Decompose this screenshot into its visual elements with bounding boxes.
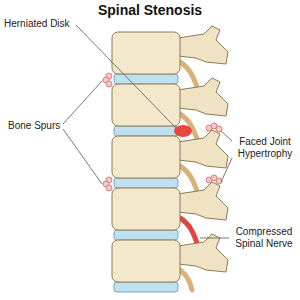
vertebral-body bbox=[112, 84, 180, 126]
posterior-process bbox=[178, 78, 228, 116]
vertebral-body bbox=[112, 240, 180, 282]
leader-line bbox=[221, 158, 232, 182]
vertebral-body bbox=[112, 32, 180, 74]
leader-line bbox=[63, 129, 102, 184]
diagram-title: Spinal Stenosis bbox=[0, 2, 300, 18]
leader-line bbox=[76, 25, 176, 128]
part-label: Faced Joint Hypertrophy bbox=[234, 136, 296, 159]
spinal-nerve bbox=[180, 166, 198, 194]
disk bbox=[114, 230, 178, 240]
posterior-process bbox=[178, 182, 228, 220]
compressed-nerve bbox=[180, 218, 198, 246]
bone-spur bbox=[106, 185, 112, 191]
leader-line bbox=[221, 131, 232, 141]
disk bbox=[114, 126, 178, 136]
disk bbox=[114, 74, 178, 84]
vertebral-body bbox=[112, 188, 180, 230]
leader-line bbox=[200, 238, 229, 239]
posterior-process bbox=[178, 130, 228, 168]
leader-line bbox=[63, 81, 102, 124]
posterior-process bbox=[178, 234, 228, 272]
posterior-process bbox=[178, 26, 228, 64]
disk bbox=[114, 282, 178, 292]
bone-spur bbox=[106, 81, 112, 87]
herniation bbox=[174, 125, 192, 137]
spinal-nerve bbox=[180, 62, 198, 90]
vertebra bbox=[112, 234, 228, 292]
part-label: Herniated Disk bbox=[4, 18, 70, 30]
vertebra bbox=[103, 123, 228, 194]
disk bbox=[114, 178, 178, 188]
spinal-nerve bbox=[180, 270, 192, 290]
part-label: Bone Spurs bbox=[8, 120, 60, 132]
part-label: Compressed Spinal Nerve bbox=[232, 226, 296, 249]
vertebral-body bbox=[112, 136, 180, 178]
